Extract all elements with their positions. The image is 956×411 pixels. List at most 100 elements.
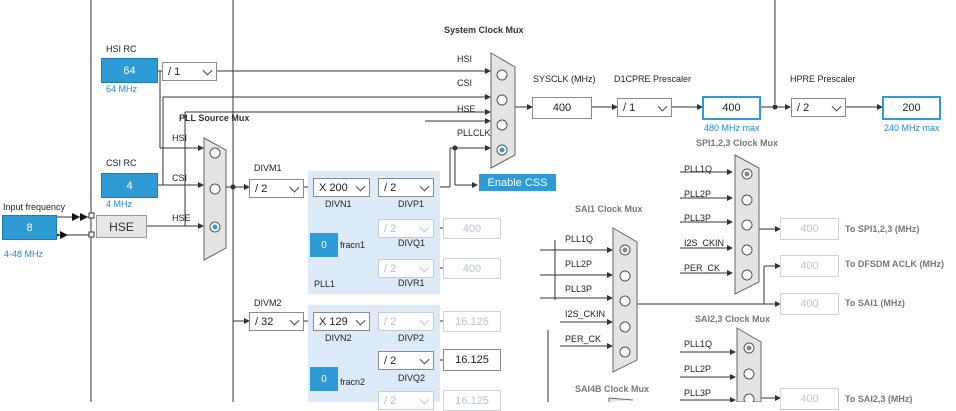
divr2-dropdown[interactable]: / 2 <box>378 391 434 410</box>
divp2-dropdown[interactable]: / 2 <box>378 312 434 331</box>
divq1-dropdown[interactable]: / 2 <box>378 219 434 238</box>
spi123-mux-title: SPI1,2,3 Clock Mux <box>696 138 779 148</box>
hsi-rc-title: HSI RC <box>106 44 137 54</box>
d1cpre-max: 480 MHz max <box>704 123 760 133</box>
divp2-output[interactable]: 16.125 <box>443 311 501 332</box>
sys-mux-input-csi: CSI <box>457 78 473 88</box>
sai1-input-pll2p: PLL2P <box>565 259 593 269</box>
spi-input-i2s-ckin: I2S_CKIN <box>684 238 725 248</box>
fracn1-value[interactable]: 0 <box>310 233 338 257</box>
spi-input-pll3p: PLL3P <box>684 213 712 223</box>
dfsdm-to-label: To DFSDM ACLK (MHz) <box>845 259 944 269</box>
divp1-dropdown[interactable]: / 2 <box>378 178 434 197</box>
divm2-value: / 32 <box>255 315 274 328</box>
chevron-down-icon <box>289 182 300 193</box>
divq1-output[interactable]: 400 <box>443 218 501 239</box>
sys-mux-input-hse: HSE <box>457 104 476 114</box>
divq2-label: DIVQ2 <box>398 373 426 383</box>
input-frequency-range: 4-48 MHz <box>4 249 44 259</box>
divn2-label: DIVN2 <box>325 333 352 343</box>
spi123-to-label: To SPI1,2,3 (MHz) <box>845 224 920 234</box>
pll-src-input-hsi: HSI <box>172 133 188 143</box>
sai23-input-pll2p: PLL2P <box>684 364 712 374</box>
divp1-value: / 2 <box>384 181 397 194</box>
divq2-output[interactable]: 16.125 <box>443 349 501 371</box>
sai1-output[interactable]: 400 <box>780 293 839 315</box>
pll-source-mux-shape <box>203 137 227 261</box>
fracn2-value[interactable]: 0 <box>310 367 338 391</box>
sysclk-value[interactable]: 400 <box>532 97 592 119</box>
divn1-dropdown[interactable]: X 200 <box>313 178 370 197</box>
divm2-dropdown[interactable]: / 32 <box>249 312 304 331</box>
spi-input-per-ck: PER_CK <box>684 263 721 273</box>
sysclk-label: SYSCLK (MHz) <box>533 74 596 84</box>
csi-rc-value[interactable]: 4 <box>101 173 158 198</box>
divr1-output[interactable]: 400 <box>443 258 501 279</box>
divr2-value: / 2 <box>384 394 397 407</box>
divp2-label: DIVP2 <box>398 333 425 343</box>
chevron-down-icon <box>419 354 430 365</box>
sai23-clock-mux-shape <box>736 327 762 402</box>
hsi-divider-dropdown[interactable]: / 1 <box>162 62 217 81</box>
chevron-down-icon <box>419 222 430 233</box>
divq2-value: / 2 <box>384 354 397 367</box>
csi-rc-freq: 4 MHz <box>106 199 133 209</box>
system-clock-mux-shape <box>490 52 516 169</box>
divq2-dropdown[interactable]: / 2 <box>378 351 434 370</box>
sai1-input-pll3p: PLL3P <box>565 284 593 294</box>
spi123-output[interactable]: 400 <box>780 218 839 240</box>
chevron-down-icon <box>202 65 213 76</box>
chevron-down-icon <box>657 101 668 112</box>
hpre-output[interactable]: 200 <box>882 96 941 120</box>
sai1-clock-mux-shape <box>612 227 638 373</box>
sai1-to-label: To SAI1 (MHz) <box>845 298 905 308</box>
chevron-down-icon <box>289 315 300 326</box>
divq1-label: DIVQ1 <box>398 238 426 248</box>
chevron-down-icon <box>419 315 430 326</box>
chevron-down-icon <box>419 262 430 273</box>
divr1-label: DIVR1 <box>398 278 425 288</box>
sys-mux-input-hsi: HSI <box>457 54 473 64</box>
system-clock-mux-title: System Clock Mux <box>444 25 524 35</box>
sai1-input-i2s-ckin: I2S_CKIN <box>565 309 606 319</box>
hse-block[interactable]: HSE <box>96 215 147 238</box>
d1cpre-label: D1CPRE Prescaler <box>614 74 692 84</box>
divr1-value: / 2 <box>384 262 397 275</box>
hpre-label: HPRE Prescaler <box>790 74 856 84</box>
pll1-name: PLL1 <box>314 279 336 289</box>
divm1-value: / 2 <box>255 182 268 195</box>
divn2-dropdown[interactable]: X 129 <box>313 312 370 331</box>
hpre-dropdown[interactable]: / 2 <box>791 98 846 117</box>
d1cpre-dropdown[interactable]: / 1 <box>617 98 672 117</box>
csi-rc-title: CSI RC <box>106 158 137 168</box>
sai23-input-pll3p: PLL3P <box>684 388 712 398</box>
sai23-mux-title: SAI2,3 Clock Mux <box>695 314 771 324</box>
hsi-rc-freq: 64 MHz <box>106 84 138 94</box>
sai1-input-pll1q: PLL1Q <box>565 234 594 244</box>
divr1-dropdown[interactable]: / 2 <box>378 259 434 278</box>
pll-src-input-hse: HSE <box>172 213 191 223</box>
fracn1-label: fracn1 <box>340 240 366 250</box>
input-frequency-label: Input frequency <box>3 202 66 212</box>
enable-css-button[interactable]: Enable CSS <box>479 174 556 191</box>
divr2-output[interactable]: 16.125 <box>443 390 501 411</box>
hsi-divider-value: / 1 <box>168 65 181 78</box>
spi-input-pll1q: PLL1Q <box>684 164 713 174</box>
sai4b-mux-title: SAI4B Clock Mux <box>575 384 650 394</box>
d1cpre-output[interactable]: 400 <box>702 96 761 120</box>
divn2-value: X 129 <box>319 315 348 328</box>
sai23-output[interactable]: 400 <box>780 388 839 410</box>
divp1-label: DIVP1 <box>398 199 425 209</box>
hpre-value: / 2 <box>797 101 810 114</box>
divm1-dropdown[interactable]: / 2 <box>249 179 304 198</box>
hpre-max: 240 MHz max <box>884 123 940 133</box>
chevron-down-icon <box>419 394 430 405</box>
dfsdm-output[interactable]: 400 <box>780 255 839 277</box>
chevron-down-icon <box>355 315 366 326</box>
spi-input-pll2p: PLL2P <box>684 189 712 199</box>
sai23-input-pll1q: PLL1Q <box>684 339 713 349</box>
d1cpre-value: / 1 <box>623 101 636 114</box>
input-frequency-value[interactable]: 8 <box>2 215 57 240</box>
chevron-down-icon <box>831 101 842 112</box>
hsi-rc-value[interactable]: 64 <box>101 58 158 83</box>
